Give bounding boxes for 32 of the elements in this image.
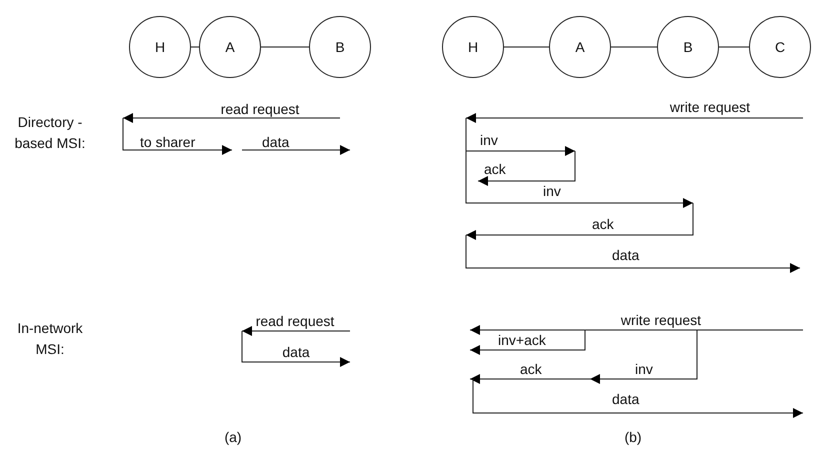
message-label: inv xyxy=(543,183,561,200)
message-label: to sharer xyxy=(140,134,196,151)
message-label: ack xyxy=(520,361,542,378)
message-label: read request xyxy=(256,313,334,330)
message-label: write request xyxy=(670,99,750,116)
node-circle: C xyxy=(749,16,811,78)
message-label: data xyxy=(262,134,290,151)
message-label: write request xyxy=(620,312,702,329)
message-label: data xyxy=(612,391,640,408)
panel-label: (b) xyxy=(624,429,642,446)
message-label: inv xyxy=(635,361,653,378)
node-circle: H xyxy=(442,16,504,78)
message-label: read request xyxy=(220,101,300,118)
message-label: inv+ack xyxy=(498,332,546,349)
connector-line xyxy=(610,46,658,48)
message-label: inv xyxy=(480,132,498,149)
node-circle: B xyxy=(309,16,371,78)
row-label: In-network MSI: xyxy=(16,319,84,359)
node-circle: A xyxy=(549,16,611,78)
message-label: ack xyxy=(484,161,506,178)
connector-line xyxy=(260,46,310,48)
connector-line xyxy=(718,46,750,48)
message-label: ack xyxy=(592,216,614,233)
panel-label: (a) xyxy=(224,429,242,446)
connector-line xyxy=(190,46,200,48)
node-circle: H xyxy=(129,16,191,78)
message-label: data xyxy=(282,344,310,361)
row-label: Directory -based MSI: xyxy=(14,113,86,153)
message-label: data xyxy=(612,247,640,264)
node-circle: A xyxy=(199,16,261,78)
connector-line xyxy=(504,46,550,48)
node-circle: B xyxy=(657,16,719,78)
